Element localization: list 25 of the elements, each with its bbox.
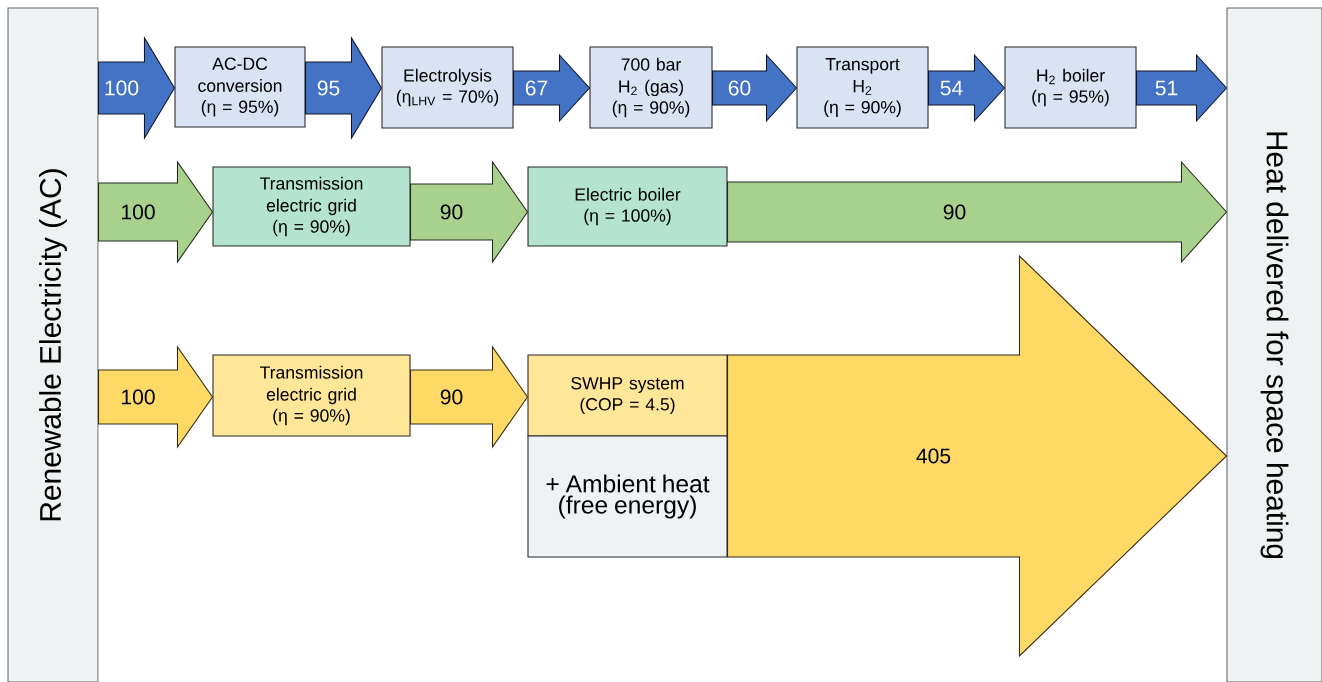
block-arrow [410, 345, 529, 449]
process-box: + Ambient heat (free energy) [527, 435, 728, 558]
flow-value: 60 [726, 78, 753, 98]
side-panel: Heat delivered for space heating [1226, 7, 1322, 682]
process-box: Transport H$_{2}$ (η = 90%) [796, 46, 929, 129]
block-arrow [410, 160, 529, 264]
flow-value: 90 [438, 202, 465, 222]
flow-value: 90 [438, 387, 465, 407]
block-arrow [98, 345, 214, 449]
flow-value: 95 [315, 78, 342, 98]
process-box: AC-DC conversion (η = 95%) [174, 46, 306, 128]
block-arrow [305, 36, 383, 140]
side-panel: Renewable Electricity (AC) [7, 7, 99, 682]
flow-value: 67 [523, 78, 550, 98]
process-box: 700 bar H$_{2}$ (gas) (η = 90%) [589, 46, 713, 129]
process-box: Electric boiler (η = 100%) [527, 166, 728, 247]
block-arrow [727, 160, 1228, 264]
process-box: H$_{2}$ boiler (η = 95%) [1004, 46, 1137, 129]
flow-value: 90 [941, 202, 968, 222]
process-box: SWHP system (COP = 4.5) [527, 354, 728, 437]
block-arrow [98, 160, 214, 264]
process-box: Transmission electric grid (η = 90%) [212, 166, 411, 247]
block-arrow [727, 254, 1228, 658]
process-box: Transmission electric grid (η = 90%) [212, 354, 411, 437]
process-box: Electrolysis (η$_{LHV}$ = 70%) [381, 46, 514, 129]
